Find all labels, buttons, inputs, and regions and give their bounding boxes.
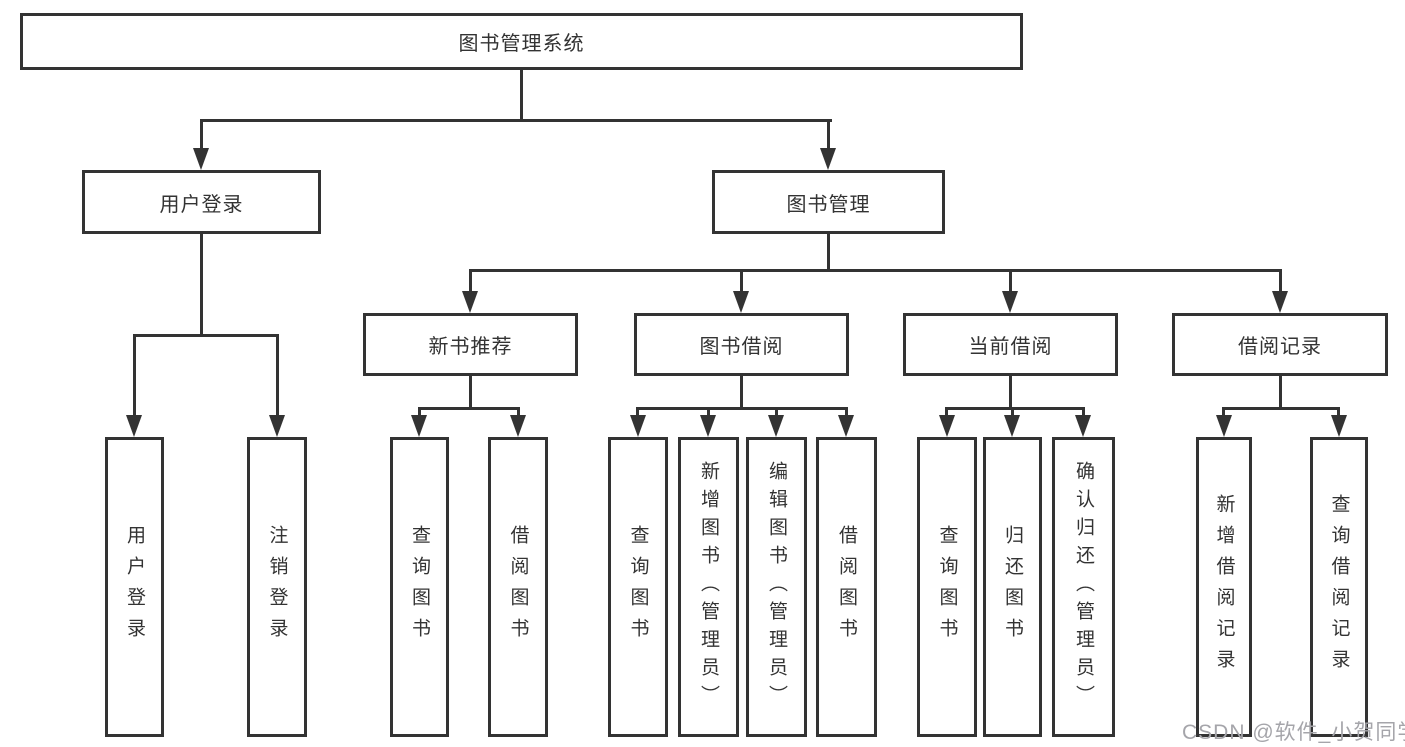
connector-arrowhead	[462, 291, 478, 313]
connector-line	[1337, 407, 1340, 417]
connector-arrowhead	[510, 415, 526, 437]
connector-arrowhead	[700, 415, 716, 437]
node-borrow-records: 借阅记录	[1172, 313, 1388, 376]
leaf-current-return-book-label: 归还图书	[1002, 525, 1023, 649]
leaf-borrow-edit-book-label: 编辑图书（管理员）	[766, 461, 787, 713]
connector-line	[827, 234, 830, 272]
node-borrow-records-label: 借阅记录	[1238, 336, 1322, 358]
leaf-recommend-borrow-book: 借阅图书	[488, 437, 548, 737]
connector-line	[637, 407, 848, 410]
leaf-records-query-record-label: 查询借阅记录	[1328, 494, 1350, 680]
leaf-borrow-add-book-label: 新增图书（管理员）	[698, 461, 719, 713]
connector-line	[1082, 407, 1085, 417]
connector-line	[827, 119, 830, 151]
leaf-logout: 注销登录	[247, 437, 307, 737]
leaf-user-login: 用户登录	[105, 437, 164, 737]
connector-line	[1009, 376, 1012, 410]
leaf-current-confirm-return: 确认归还（管理员）	[1052, 437, 1115, 737]
leaf-recommend-borrow-book-label: 借阅图书	[507, 525, 529, 649]
connector-line	[707, 407, 710, 417]
connector-arrowhead	[768, 415, 784, 437]
connector-line	[133, 334, 279, 337]
connector-line	[945, 407, 948, 417]
leaf-current-return-book: 归还图书	[983, 437, 1042, 737]
leaf-current-confirm-return-label: 确认归还（管理员）	[1073, 461, 1094, 713]
leaf-current-query-book-label: 查询图书	[936, 525, 958, 649]
connector-arrowhead	[126, 415, 142, 437]
watermark: CSDN @软件_小贺同学	[1182, 721, 1405, 744]
leaf-borrow-add-book: 新增图书（管理员）	[678, 437, 739, 737]
node-new-book-recommend-label: 新书推荐	[428, 336, 513, 358]
connector-arrowhead	[1216, 415, 1232, 437]
connector-line	[419, 407, 520, 410]
leaf-current-query-book: 查询图书	[917, 437, 977, 737]
connector-line	[946, 407, 1085, 410]
connector-line	[469, 269, 472, 293]
connector-line	[845, 407, 848, 417]
connector-line	[133, 334, 136, 417]
connector-arrowhead	[630, 415, 646, 437]
leaf-borrow-query-book-label: 查询图书	[627, 525, 649, 649]
leaf-records-add-record: 新增借阅记录	[1196, 437, 1252, 737]
node-current-borrow-label: 当前借阅	[968, 336, 1053, 358]
connector-line	[469, 269, 1282, 272]
leaf-records-query-record: 查询借阅记录	[1310, 437, 1368, 737]
connector-line	[740, 269, 743, 293]
leaf-borrow-borrow-book-label: 借阅图书	[836, 525, 857, 649]
connector-line	[200, 119, 832, 122]
connector-line	[1011, 407, 1014, 417]
node-book-borrow-label: 图书借阅	[699, 336, 784, 358]
connector-arrowhead	[1004, 415, 1020, 437]
connector-arrowhead	[269, 415, 285, 437]
connector-arrowhead	[838, 415, 854, 437]
leaf-logout-label: 注销登录	[266, 525, 288, 649]
connector-line	[1279, 269, 1282, 293]
node-user-login-label: 用户登录	[159, 193, 244, 216]
connector-arrowhead	[1075, 415, 1091, 437]
connector-line	[1222, 407, 1225, 417]
connector-arrowhead	[193, 148, 209, 170]
connector-line	[517, 407, 520, 417]
connector-line	[418, 407, 421, 417]
connector-line	[200, 234, 203, 336]
connector-line	[1223, 407, 1340, 410]
connector-arrowhead	[733, 291, 749, 313]
connector-line	[740, 376, 743, 410]
connector-line	[1279, 376, 1282, 410]
connector-arrowhead	[1331, 415, 1347, 437]
connector-line	[636, 407, 639, 417]
node-book-management-label: 图书管理	[786, 193, 871, 216]
connector-line	[775, 407, 778, 417]
connector-line	[276, 334, 279, 417]
connector-arrowhead	[1272, 291, 1288, 313]
connector-line	[200, 119, 203, 151]
leaf-recommend-query-book-label: 查询图书	[409, 525, 430, 649]
connector-line	[469, 376, 472, 410]
node-new-book-recommend: 新书推荐	[363, 313, 578, 376]
connector-arrowhead	[411, 415, 427, 437]
leaf-user-login-label: 用户登录	[124, 525, 145, 649]
leaf-recommend-query-book: 查询图书	[390, 437, 449, 737]
node-root-label: 图书管理系统	[458, 33, 585, 55]
connector-arrowhead	[939, 415, 955, 437]
leaf-borrow-borrow-book: 借阅图书	[816, 437, 877, 737]
leaf-records-add-record-label: 新增借阅记录	[1213, 494, 1235, 680]
leaf-borrow-edit-book: 编辑图书（管理员）	[746, 437, 807, 737]
connector-arrowhead	[820, 148, 836, 170]
leaf-borrow-query-book: 查询图书	[608, 437, 668, 737]
connector-line	[520, 70, 523, 120]
node-book-management: 图书管理	[712, 170, 945, 234]
node-user-login: 用户登录	[82, 170, 321, 234]
connector-line	[1009, 269, 1012, 293]
node-current-borrow: 当前借阅	[903, 313, 1118, 376]
node-book-borrow: 图书借阅	[634, 313, 849, 376]
connector-arrowhead	[1002, 291, 1018, 313]
node-root: 图书管理系统	[20, 13, 1023, 70]
